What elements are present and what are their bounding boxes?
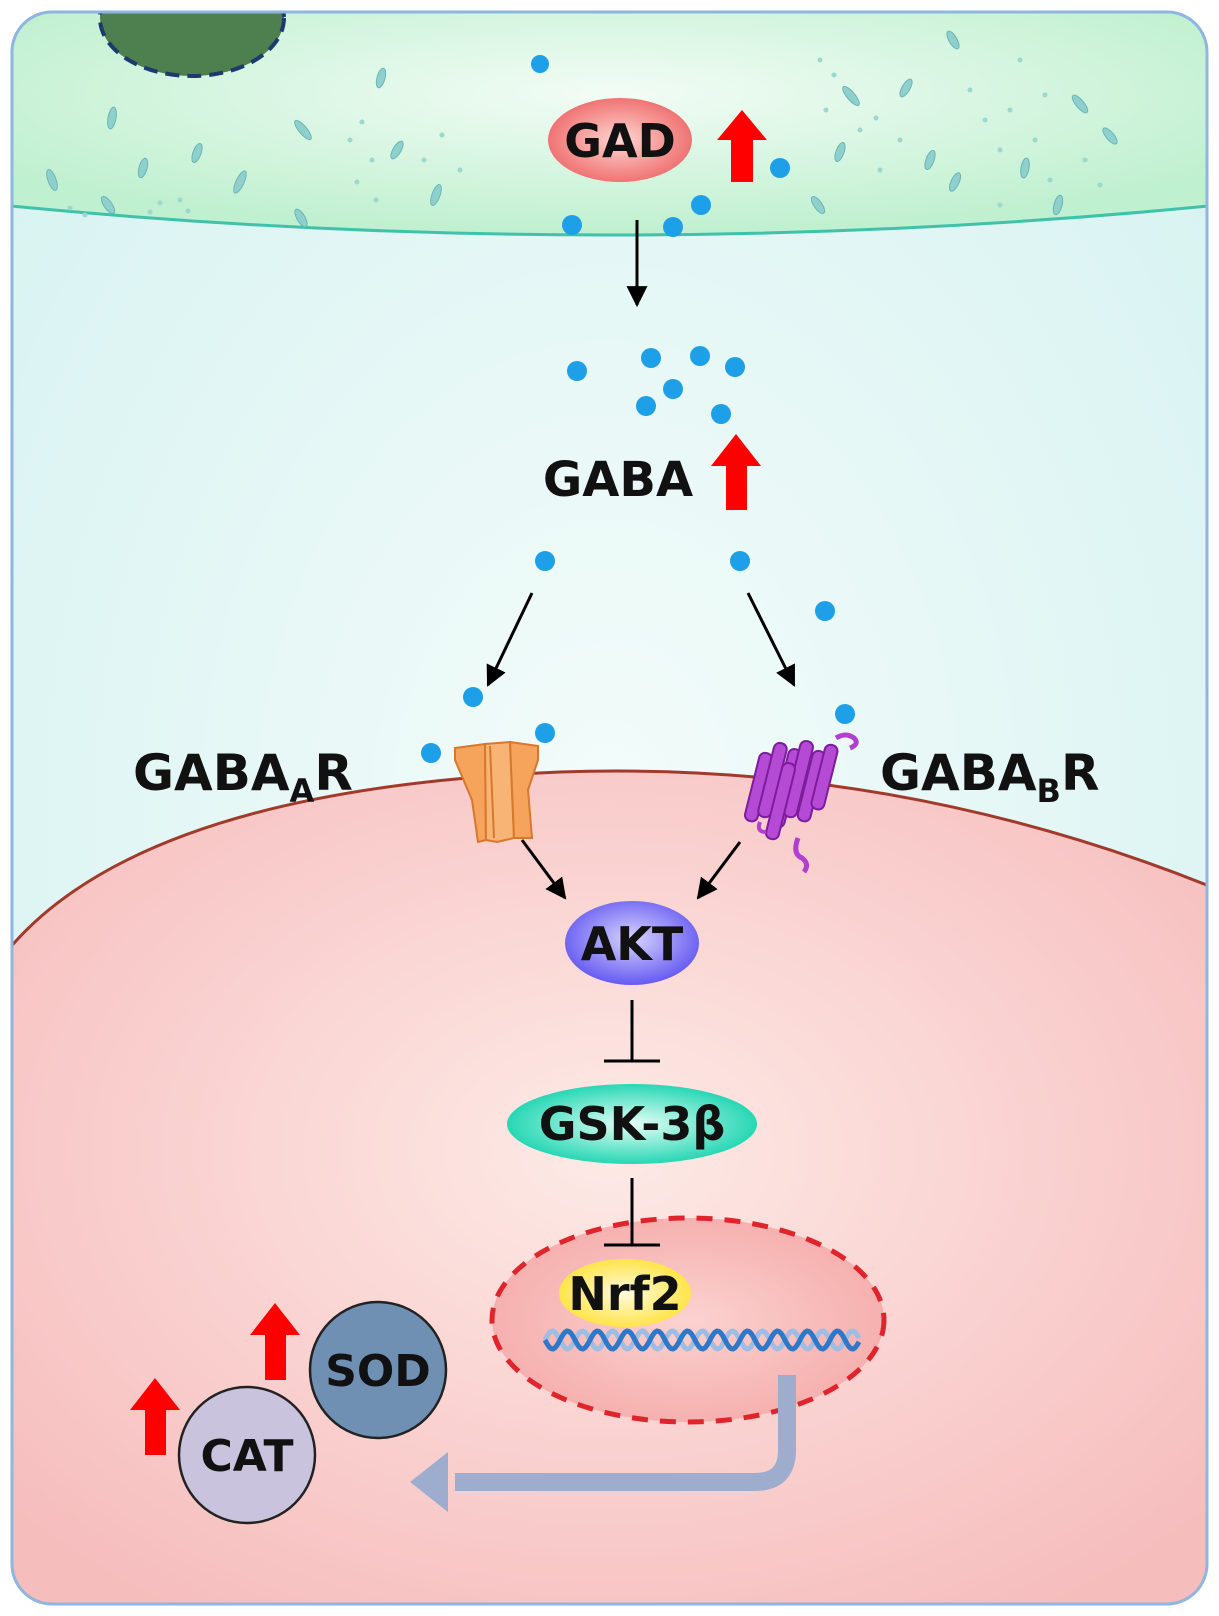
gabaar-to-akt-arrow [520,839,567,900]
gad-up-arrow [717,110,767,182]
cat-label: CAT [201,1431,294,1482]
cat-up-arrow [130,1378,180,1455]
gabaa-label-subscript: A [290,772,315,810]
gabab-label-main: GABA [880,744,1037,802]
gabaa-label-suffix: R [314,744,353,802]
gabaa-receptor [454,740,539,844]
gsk-inhibits-nrf2-line [604,1178,660,1247]
nucleus [489,1215,887,1425]
vesicles [46,30,1118,228]
dna-strand-front [542,1328,862,1352]
sod-up-arrow [250,1303,300,1380]
gaba-to-gabaar-arrow [486,592,534,687]
expression-arrow [455,1375,796,1491]
sod-circle [308,1300,448,1440]
akt-inhibits-gsk-line [604,1000,660,1063]
gabaa-receptor-label: GABAAR [133,744,353,810]
gabab-label-subscript: B [1037,772,1061,810]
gaba-up-arrow [711,434,761,510]
dna-strand-back [542,1328,862,1352]
gabaa-label-main: GABA [133,744,290,802]
gababr-to-akt-arrow [696,841,742,900]
akt-label: AKT [581,917,684,971]
gsk3b-node [507,1084,757,1164]
gaba-to-gababr-arrow [746,592,796,687]
cat-circle [177,1385,317,1525]
gsk3b-label: GSK-3β [539,1097,726,1151]
gabab-label-suffix: R [1061,744,1100,802]
gaba-label: GABA [543,452,693,508]
akt-node [565,901,699,985]
diagram-frame [10,10,1209,1606]
nrf2-label: Nrf2 [568,1267,681,1321]
gabab-receptor [743,732,859,874]
presynaptic-membrane [12,203,1207,237]
nrf2-node [559,1259,691,1327]
vesicle-specks [67,57,1103,218]
gabab-receptor-label: GABABR [880,744,1099,810]
sod-label: SOD [325,1346,431,1397]
postsynaptic-cell [12,771,1207,1604]
expression-arrowhead [410,1452,448,1512]
gad-label: GAD [564,114,676,168]
gaba-molecules [421,55,855,763]
gad-node [548,98,692,182]
organelle [98,12,286,78]
postsynaptic-membrane [12,769,1207,961]
